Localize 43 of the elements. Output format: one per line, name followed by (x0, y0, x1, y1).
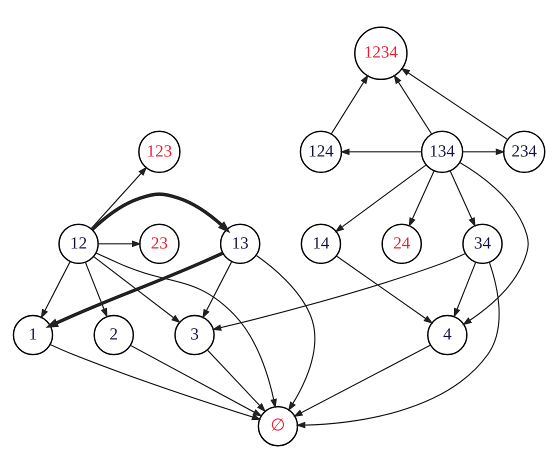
node-circle: 13 (220, 224, 260, 264)
node-circle: 123 (138, 130, 181, 174)
node-circle: 24 (381, 224, 422, 264)
node-circle: 23 (139, 224, 180, 264)
arrow (330, 74, 369, 134)
arrow (84, 262, 108, 318)
arrow (207, 350, 266, 412)
node-circle: 4 (427, 314, 468, 356)
arrow (90, 166, 148, 230)
arrow (46, 252, 224, 328)
arrow (98, 240, 142, 248)
arrow (459, 162, 529, 326)
arrow (256, 254, 316, 412)
arrow (202, 262, 232, 319)
arrow (450, 170, 476, 228)
node-circle: 12 (58, 224, 99, 264)
node-circle: 234 (502, 130, 546, 174)
arrow (340, 148, 422, 156)
node-circle: 124 (300, 130, 342, 174)
arrow (293, 344, 431, 417)
arrow (394, 74, 432, 134)
arrow (50, 344, 262, 420)
arrow (96, 252, 277, 408)
arrow (91, 192, 230, 234)
arrow (296, 262, 500, 428)
arrow (334, 164, 427, 232)
arrow (408, 170, 435, 228)
node-circle: 1 (12, 314, 54, 356)
node-circle: 1234 (354, 26, 408, 80)
arrow (40, 262, 71, 319)
arrow (454, 262, 476, 318)
arrow (93, 256, 181, 324)
arrow (336, 256, 434, 324)
node-circle: 14 (300, 224, 342, 264)
node-circle: ∅ (258, 406, 298, 446)
arrow (462, 148, 506, 156)
node-circle: 3 (174, 314, 215, 356)
node-circle: 34 (462, 224, 503, 264)
node-circle: 134 (420, 130, 464, 174)
arrow (212, 252, 466, 331)
arrow (400, 68, 508, 140)
arrow (130, 344, 262, 417)
node-circle: 2 (94, 314, 134, 356)
